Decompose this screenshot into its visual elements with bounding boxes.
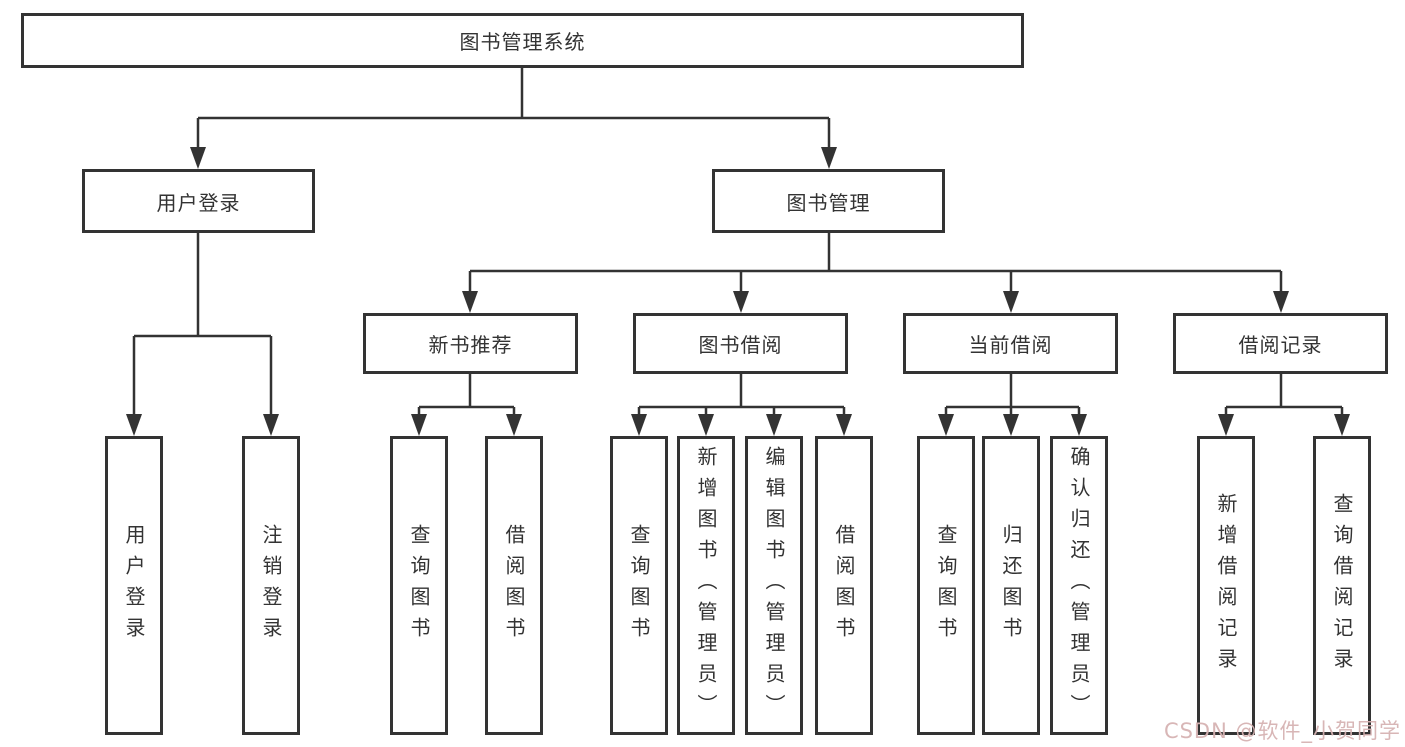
connector-root-to-level2 [190,68,837,169]
connector-current-borrow-to-leaves [938,374,1087,436]
node-book-mgmt-label: 图书管理 [786,190,871,215]
arrow-down-icon [263,414,279,436]
leaf-logout-label: 注销登录 [259,523,283,648]
leaf-borrow-query-books: 查询图书 [610,436,668,735]
connector-book-borrow-to-leaves [631,374,852,436]
connector-user-login-to-leaves [126,233,279,436]
leaf-edit-books-admin: 编辑图书（管理员） [745,436,803,735]
arrow-down-icon [1003,414,1019,436]
node-borrow-records: 借阅记录 [1173,313,1388,374]
arrow-down-icon [836,414,852,436]
leaf-edit-books-admin-label: 编辑图书（管理员） [762,446,786,725]
node-borrow-records-label: 借阅记录 [1238,333,1323,357]
arrow-down-icon [1334,414,1350,436]
leaf-user-login-label: 用户登录 [122,523,146,648]
arrow-down-icon [698,414,714,436]
arrow-down-icon [1071,414,1087,436]
connector-new-book-rec-to-leaves [411,374,522,436]
leaf-confirm-return-admin-label: 确认归还（管理员） [1067,446,1091,725]
leaf-rec-borrow-books: 借阅图书 [485,436,543,735]
arrow-down-icon [1273,291,1289,313]
leaf-query-borrow-record: 查询借阅记录 [1313,436,1371,735]
leaf-current-query-books-label: 查询图书 [934,523,958,648]
leaf-return-books: 归还图书 [982,436,1040,735]
arrow-down-icon [126,414,142,436]
leaf-query-borrow-record-label: 查询借阅记录 [1330,492,1354,679]
arrow-down-icon [190,147,206,169]
leaf-current-query-books: 查询图书 [917,436,975,735]
node-current-borrow: 当前借阅 [903,313,1118,374]
leaf-rec-query-books-label: 查询图书 [407,523,431,648]
node-new-book-rec: 新书推荐 [363,313,578,374]
node-root-label: 图书管理系统 [459,30,586,54]
arrow-down-icon [766,414,782,436]
leaf-rec-query-books: 查询图书 [390,436,448,735]
leaf-logout: 注销登录 [242,436,300,735]
leaf-borrow-query-books-label: 查询图书 [627,523,651,648]
leaf-user-login: 用户登录 [105,436,163,735]
node-root: 图书管理系统 [21,13,1024,68]
node-user-login-label: 用户登录 [156,190,241,215]
arrow-down-icon [938,414,954,436]
leaf-borrow-books: 借阅图书 [815,436,873,735]
arrow-down-icon [411,414,427,436]
arrow-down-icon [462,291,478,313]
node-book-mgmt: 图书管理 [712,169,945,233]
leaf-add-books-admin-label: 新增图书（管理员） [694,446,718,725]
arrow-down-icon [506,414,522,436]
arrow-down-icon [821,147,837,169]
leaf-borrow-books-label: 借阅图书 [832,523,856,648]
leaf-add-borrow-record-label: 新增借阅记录 [1214,492,1238,679]
node-book-borrow: 图书借阅 [633,313,848,374]
leaf-rec-borrow-books-label: 借阅图书 [502,523,526,648]
arrow-down-icon [1218,414,1234,436]
leaf-add-borrow-record: 新增借阅记录 [1197,436,1255,735]
arrow-down-icon [631,414,647,436]
arrow-down-icon [733,291,749,313]
node-user-login: 用户登录 [82,169,315,233]
connector-borrow-records-to-leaves [1218,374,1350,436]
leaf-add-books-admin: 新增图书（管理员） [677,436,735,735]
node-current-borrow-label: 当前借阅 [968,333,1053,357]
node-new-book-rec-label: 新书推荐 [428,333,513,357]
node-book-borrow-label: 图书借阅 [698,333,783,357]
connector-book-mgmt-to-level3 [462,233,1289,313]
leaf-return-books-label: 归还图书 [999,523,1023,648]
arrow-down-icon [1003,291,1019,313]
leaf-confirm-return-admin: 确认归还（管理员） [1050,436,1108,735]
csdn-watermark: CSDN @软件_小贺同学 [1163,719,1401,743]
